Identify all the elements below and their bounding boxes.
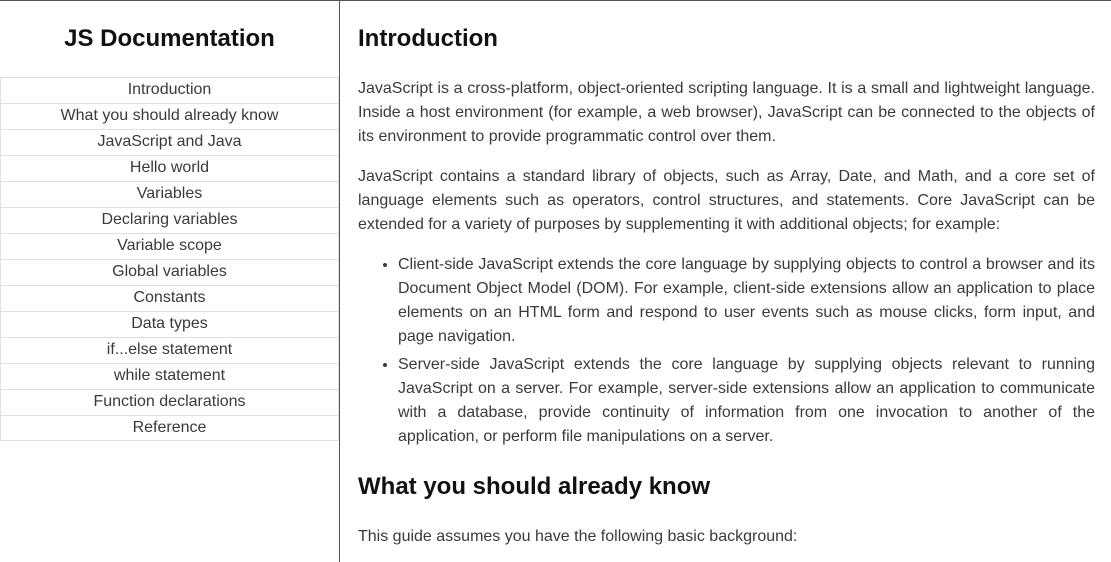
section-what-you-should-already-know: What you should already know This guide … [358,453,1095,549]
sidebar-item-declaring-variables[interactable]: Declaring variables [0,207,339,233]
section-introduction: Introduction JavaScript is a cross-platf… [358,1,1095,449]
sidebar-item-while-statement[interactable]: while statement [0,363,339,389]
sidebar-item-function-declarations[interactable]: Function declarations [0,389,339,415]
sidebar-item-constants[interactable]: Constants [0,285,339,311]
sidebar-item-data-types[interactable]: Data types [0,311,339,337]
sidebar-item-variables[interactable]: Variables [0,181,339,207]
main-content: Introduction JavaScript is a cross-platf… [358,1,1095,562]
section-title-what-you-should-already-know: What you should already know [358,473,711,500]
list-item: Client-side JavaScript extends the core … [398,253,1095,349]
sidebar-item-introduction[interactable]: Introduction [0,77,339,103]
paragraph: This guide assumes you have the followin… [358,528,798,545]
sidebar-navigation: JS Documentation Introduction What you s… [0,1,340,562]
paragraph: JavaScript is a cross-platform, object-o… [358,80,1095,145]
sidebar-item-hello-world[interactable]: Hello world [0,155,339,181]
sidebar-item-javascript-and-java[interactable]: JavaScript and Java [0,129,339,155]
sidebar-item-reference[interactable]: Reference [0,415,339,441]
sidebar-item-global-variables[interactable]: Global variables [0,259,339,285]
list-item: Server-side JavaScript extends the core … [398,353,1095,449]
sidebar-title: JS Documentation [64,25,275,52]
sidebar-item-what-you-should-already-know[interactable]: What you should already know [0,103,339,129]
sidebar-item-variable-scope[interactable]: Variable scope [0,233,339,259]
paragraph: JavaScript contains a standard library o… [358,168,1095,233]
sidebar-item-if-else-statement[interactable]: if...else statement [0,337,339,363]
section-title-introduction: Introduction [358,25,498,52]
sidebar-nav-list: Introduction What you should already kno… [0,77,339,441]
bullet-list: Client-side JavaScript extends the core … [358,253,1095,449]
